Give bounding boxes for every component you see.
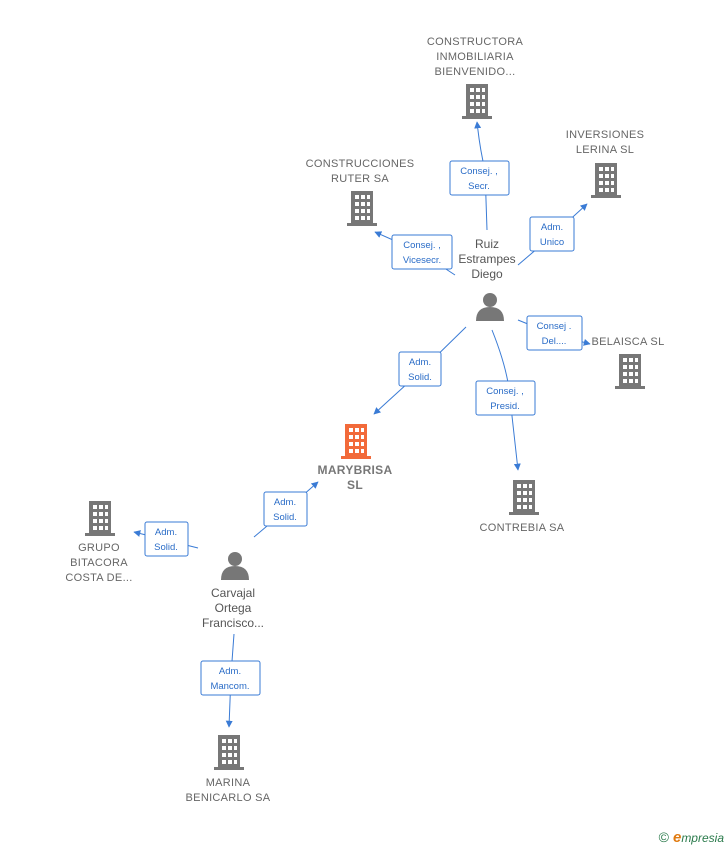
relation-badge-carvajal-marina[interactable]: Adm. Mancom. <box>200 660 261 696</box>
badge-box <box>526 315 583 351</box>
person-label-line: Diego <box>471 267 503 281</box>
company-construcciones[interactable]: CONSTRUCCIONES RUTER SA <box>306 158 415 226</box>
badge-box <box>449 160 510 196</box>
badge-text: Solid. <box>273 512 297 523</box>
badge-text: Del.... <box>542 336 567 347</box>
building-icon <box>462 84 492 119</box>
person-label-line: Francisco... <box>202 616 264 630</box>
person-ruiz[interactable]: Ruiz Estrampes Diego <box>458 237 516 321</box>
brand-name: mpresia <box>681 831 724 845</box>
company-label-line: CONSTRUCCIONES <box>306 158 415 170</box>
relation-badge-ruiz-contrebia[interactable]: Consej. , Presid. <box>475 380 536 416</box>
relation-badge-ruiz-belaisca[interactable]: Consej . Del.... <box>526 315 583 351</box>
company-label-line: CONTREBIA SA <box>480 522 565 534</box>
company-label-line: SL <box>347 478 363 492</box>
company-belaisca[interactable]: BELAISCA SL <box>591 336 664 389</box>
person-carvajal[interactable]: Carvajal Ortega Francisco... <box>202 552 264 630</box>
badge-box <box>398 351 442 387</box>
company-constructora[interactable]: CONSTRUCTORA INMOBILIARIA BIENVENIDO... <box>427 36 524 119</box>
relation-badge-ruiz-marybrisa[interactable]: Adm. Solid. <box>398 351 442 387</box>
company-marybrisa[interactable]: MARYBRISA SL <box>318 424 393 492</box>
person-label-line: Estrampes <box>458 252 515 266</box>
badge-box <box>263 491 308 527</box>
badge-text: Solid. <box>154 542 178 553</box>
person-label-line: Ortega <box>215 601 252 615</box>
badge-text: Adm. <box>541 222 563 233</box>
company-label-line: INVERSIONES <box>566 129 645 141</box>
badge-box <box>391 234 453 270</box>
badge-text: Consej. , <box>486 386 524 397</box>
company-label-line: BELAISCA SL <box>591 336 664 348</box>
badge-box <box>475 380 536 416</box>
badge-text: Presid. <box>490 401 520 412</box>
relation-badge-ruiz-constructora[interactable]: Consej. , Secr. <box>449 160 510 196</box>
badge-box <box>144 521 189 557</box>
badge-text: Mancom. <box>210 681 249 692</box>
badge-text: Consej. , <box>460 166 498 177</box>
badge-box <box>200 660 261 696</box>
person-icon <box>221 552 249 580</box>
brand-initial: e <box>672 829 682 846</box>
badge-text: Adm. <box>219 666 241 677</box>
relation-badge-carvajal-marybrisa[interactable]: Adm. Solid. <box>263 491 308 527</box>
company-label-line: RUTER SA <box>331 173 389 185</box>
company-label-line: GRUPO <box>78 542 120 554</box>
badge-text: Solid. <box>408 372 432 383</box>
copyright-symbol: © <box>658 829 669 845</box>
relation-badge-ruiz-inversiones[interactable]: Adm. Unico <box>529 216 575 252</box>
company-label-line: BITACORA <box>70 557 128 569</box>
company-contrebia[interactable]: CONTREBIA SA <box>480 480 565 534</box>
company-label-line: CONSTRUCTORA <box>427 36 524 48</box>
company-inversiones[interactable]: INVERSIONES LERINA SL <box>566 129 645 198</box>
badge-text: Adm. <box>409 357 431 368</box>
relation-badge-carvajal-grupo[interactable]: Adm. Solid. <box>144 521 189 557</box>
company-label-line: BENICARLO SA <box>186 792 271 804</box>
building-icon <box>347 191 377 226</box>
badge-box <box>529 216 575 252</box>
badge-text: Unico <box>540 237 564 248</box>
building-icon <box>615 354 645 389</box>
company-label-line: COSTA DE... <box>65 572 132 584</box>
footer-brand: ©empresia <box>659 829 724 846</box>
badge-text: Consej. , <box>403 240 441 251</box>
company-grupo[interactable]: GRUPO BITACORA COSTA DE... <box>65 501 132 584</box>
badge-text: Consej . <box>537 321 572 332</box>
building-icon <box>214 735 244 770</box>
person-label-line: Ruiz <box>475 237 499 251</box>
company-label-line: LERINA SL <box>576 144 634 156</box>
badge-text: Adm. <box>155 527 177 538</box>
badge-text: Secr. <box>468 181 490 192</box>
company-marina[interactable]: MARINA BENICARLO SA <box>186 735 271 804</box>
person-icon <box>476 293 504 321</box>
relation-badge-ruiz-construcciones[interactable]: Consej. , Vicesecr. <box>391 234 453 270</box>
building-icon <box>85 501 115 536</box>
building-icon <box>591 163 621 198</box>
badge-text: Vicesecr. <box>403 255 441 266</box>
person-label-line: Carvajal <box>211 586 255 600</box>
company-label-line: INMOBILIARIA <box>436 51 514 63</box>
badge-text: Adm. <box>274 497 296 508</box>
building-icon <box>509 480 539 515</box>
company-label-line: MARYBRISA <box>318 463 393 477</box>
building-icon <box>341 424 371 459</box>
company-label-line: BIENVENIDO... <box>435 66 516 78</box>
company-label-line: MARINA <box>206 777 251 789</box>
